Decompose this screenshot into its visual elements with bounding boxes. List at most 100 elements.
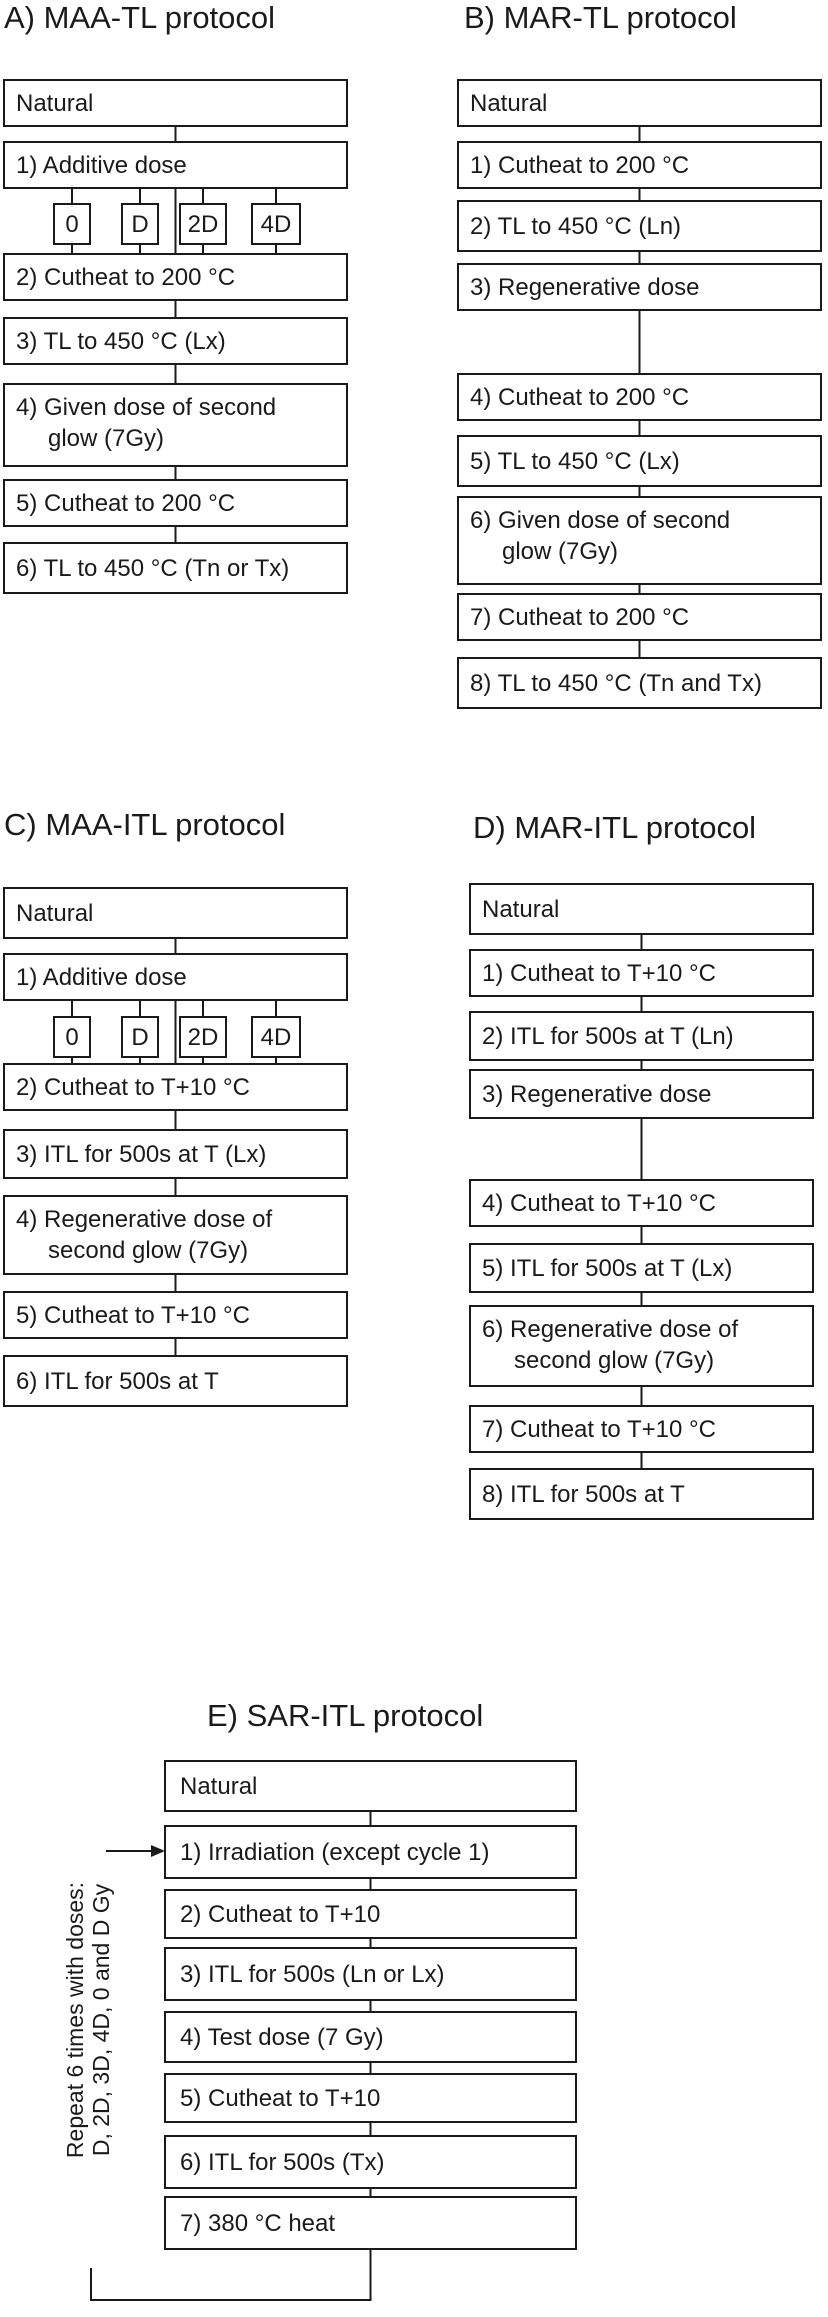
step-label: 1) Additive dose: [16, 964, 187, 991]
step-label: 4) Cutheat to 200 °C: [470, 384, 689, 411]
step-label: 5) Cutheat to 200 °C: [16, 490, 235, 517]
step-label: 6) Regenerative dose of: [482, 1316, 738, 1343]
step-label: 4) Given dose of second: [16, 394, 276, 421]
step-label-line2: glow (7Gy): [48, 425, 164, 452]
dose-label: 2D: [188, 211, 219, 238]
step-box: [469, 1069, 814, 1119]
step-label: 5) ITL for 500s at T (Lx): [482, 1255, 732, 1282]
step-box: [3, 479, 348, 527]
step-box: [469, 1243, 814, 1293]
step-label: 4) Test dose (7 Gy): [180, 2024, 384, 2051]
step-label: Natural: [470, 90, 547, 117]
repeat-label-box: [60, 1772, 106, 2268]
step-box: [457, 496, 822, 585]
dose-box: [121, 203, 159, 245]
dose-label: 0: [65, 211, 78, 238]
repeat-label-line2: D, 2D, 3D, 4D, 0 and D Gy: [88, 1883, 114, 2156]
step-box: [164, 2196, 577, 2250]
step-label: Natural: [16, 90, 93, 117]
dose-label: D: [131, 211, 148, 238]
step-box: [3, 383, 348, 467]
step-label-line2: second glow (7Gy): [514, 1347, 714, 1374]
step-label: Natural: [16, 900, 93, 927]
step-box: [3, 1129, 348, 1179]
step-label: 6) Given dose of second: [470, 507, 730, 534]
step-box: [164, 2073, 577, 2123]
step-label: 2) Cutheat to T+10 °C: [16, 1074, 250, 1101]
dose-box: [179, 203, 227, 245]
step-box: [469, 883, 814, 935]
step-label: 1) Additive dose: [16, 152, 187, 179]
step-box: [457, 435, 822, 487]
step-label: 4) Regenerative dose of: [16, 1206, 272, 1233]
step-label: 7) 380 °C heat: [180, 2210, 335, 2237]
dose-box: [251, 1016, 301, 1058]
step-label: 8) TL to 450 °C (Tn and Tx): [470, 670, 762, 697]
step-box: [164, 1760, 577, 1812]
step-label: 3) ITL for 500s (Ln or Lx): [180, 1961, 445, 1988]
step-box: [469, 1468, 814, 1520]
step-label: 3) ITL for 500s at T (Lx): [16, 1141, 266, 1168]
step-box: [164, 1825, 577, 1879]
step-label: 4) Cutheat to T+10 °C: [482, 1190, 716, 1217]
step-box: [469, 949, 814, 997]
step-box: [3, 79, 348, 127]
step-label: 2) Cutheat to 200 °C: [16, 264, 235, 291]
step-label: 6) ITL for 500s at T: [16, 1368, 219, 1395]
dose-label: 4D: [261, 211, 292, 238]
step-box: [164, 1889, 577, 1939]
step-box: [469, 1011, 814, 1061]
step-label: 6) TL to 450 °C (Tn or Tx): [16, 555, 289, 582]
step-box: [3, 542, 348, 594]
step-box: [3, 317, 348, 365]
step-box: [457, 263, 822, 311]
step-label: 8) ITL for 500s at T: [482, 1481, 685, 1508]
step-box: [457, 593, 822, 641]
step-label: 3) Regenerative dose: [482, 1081, 711, 1108]
panel-title: C) MAA-ITL protocol: [4, 807, 285, 842]
step-label: 1) Cutheat to T+10 °C: [482, 960, 716, 987]
step-box: [469, 1179, 814, 1227]
step-box: [3, 1063, 348, 1111]
repeat-loop-arrowhead: [151, 1845, 165, 1857]
step-box: [3, 887, 348, 939]
dose-label: 2D: [188, 1024, 219, 1051]
step-label: Natural: [180, 1773, 257, 1800]
step-label: 2) Cutheat to T+10: [180, 1901, 380, 1928]
step-box: [469, 1305, 814, 1387]
step-label: 2) ITL for 500s at T (Ln): [482, 1023, 734, 1050]
step-label: 5) Cutheat to T+10 °C: [16, 1302, 250, 1329]
step-box: [164, 2011, 577, 2063]
step-box: [457, 373, 822, 421]
step-box: [164, 1947, 577, 2001]
repeat-loop-line: [90, 1850, 372, 2301]
protocol-panel-0: 0 D 2D 4D Natural 1) Additive dose 2) Cutheat …: [3, 0, 348, 594]
step-label: 1) Cutheat to 200 °C: [470, 152, 689, 179]
dose-label: 4D: [261, 1024, 292, 1051]
step-label: 6) ITL for 500s (Tx): [180, 2149, 385, 2176]
panel-title: B) MAR-TL protocol: [464, 0, 737, 35]
step-label-line2: glow (7Gy): [502, 538, 618, 565]
repeat-label-line1: Repeat 6 times with doses:: [62, 1882, 88, 2158]
step-label: 2) TL to 450 °C (Ln): [470, 213, 681, 240]
step-label: 1) Irradiation (except cycle 1): [180, 1839, 489, 1866]
protocol-panel-1: D2D4D8DNatural1) Cutheat to 200 °C2) TL …: [457, 0, 822, 709]
step-box: [3, 1355, 348, 1407]
step-label: 5) Cutheat to T+10: [180, 2085, 380, 2112]
step-box: [469, 1405, 814, 1453]
step-label: 3) TL to 450 °C (Lx): [16, 328, 226, 355]
step-box: [457, 200, 822, 252]
panel-title: E) SAR-ITL protocol: [207, 1698, 483, 1733]
dose-box: [53, 203, 91, 245]
protocol-panel-4: Natural 1) Irradiation (except cycle 1) 2)…: [60, 1698, 577, 2301]
step-box: [457, 79, 822, 127]
panel-title: D) MAR-ITL protocol: [473, 810, 756, 845]
step-box: [164, 2135, 577, 2189]
protocol-panel-3: D2D4D8DNatural1) Cutheat to T+10 °C2) IT…: [469, 810, 814, 1520]
step-box: [457, 141, 822, 189]
panel-title: A) MAA-TL protocol: [4, 0, 275, 35]
step-label: 7) Cutheat to 200 °C: [470, 604, 689, 631]
dose-box: [53, 1016, 91, 1058]
